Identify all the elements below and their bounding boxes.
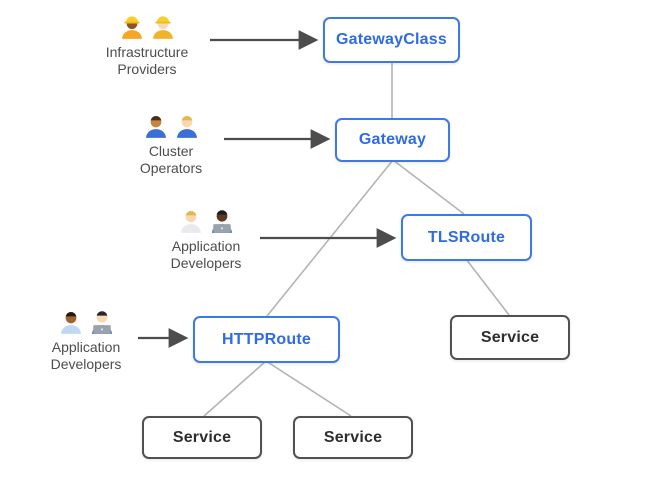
- node-gatewayclass: GatewayClass: [323, 17, 460, 63]
- connector-tlsroute-service: [465, 258, 510, 316]
- persona-label-line2: Operators: [139, 160, 203, 176]
- node-label: HTTPRoute: [222, 330, 311, 348]
- persona-application-developers-http: Application Developers: [24, 303, 148, 373]
- connector-httproute-service-left: [203, 360, 267, 417]
- man-mechanic-icon: [145, 115, 166, 138]
- persona-label-line1: Application: [171, 238, 241, 254]
- woman-construction-worker-icon: [121, 16, 142, 39]
- node-httproute: HTTPRoute: [193, 316, 340, 363]
- woman-technologist-icon: [91, 311, 112, 334]
- man-construction-worker-icon: [152, 16, 173, 39]
- node-service-http-mid: Service: [293, 416, 413, 459]
- node-label: Service: [172, 428, 232, 446]
- node-label: GatewayClass: [336, 31, 447, 48]
- woman-mechanic-icon: [176, 115, 197, 138]
- man-office-worker-icon: [60, 311, 81, 334]
- persona-label-line1: Application: [51, 339, 121, 355]
- persona-icons: [109, 107, 233, 139]
- persona-label-line2: Providers: [117, 61, 177, 77]
- persona-label-line2: Developers: [170, 255, 242, 271]
- persona-cluster-operators: Cluster Operators: [109, 107, 233, 177]
- node-gateway: Gateway: [335, 118, 450, 162]
- persona-application-developers-tls: Application Developers: [144, 202, 268, 272]
- persona-icons: [85, 8, 209, 40]
- persona-infrastructure-providers: Infrastructure Providers: [85, 8, 209, 78]
- persona-icons: [24, 303, 148, 335]
- connector-gateway-httproute: [266, 159, 394, 317]
- blonde-health-worker-icon: [180, 210, 201, 233]
- persona-label-line1: Infrastructure: [105, 44, 189, 60]
- node-tlsroute: TLSRoute: [401, 214, 532, 261]
- node-label: TLSRoute: [427, 228, 506, 246]
- node-label: Service: [323, 428, 383, 446]
- man-technologist-icon: [211, 210, 232, 233]
- persona-label-line1: Cluster: [148, 143, 194, 159]
- node-service-http-left: Service: [142, 416, 262, 459]
- persona-label-line2: Developers: [50, 356, 122, 372]
- node-service-tls: Service: [450, 315, 570, 360]
- node-label: Service: [480, 328, 540, 346]
- persona-icons: [144, 202, 268, 234]
- connector-httproute-service-mid: [265, 360, 352, 417]
- node-label: Gateway: [358, 131, 427, 148]
- connector-gateway-tlsroute: [392, 159, 465, 215]
